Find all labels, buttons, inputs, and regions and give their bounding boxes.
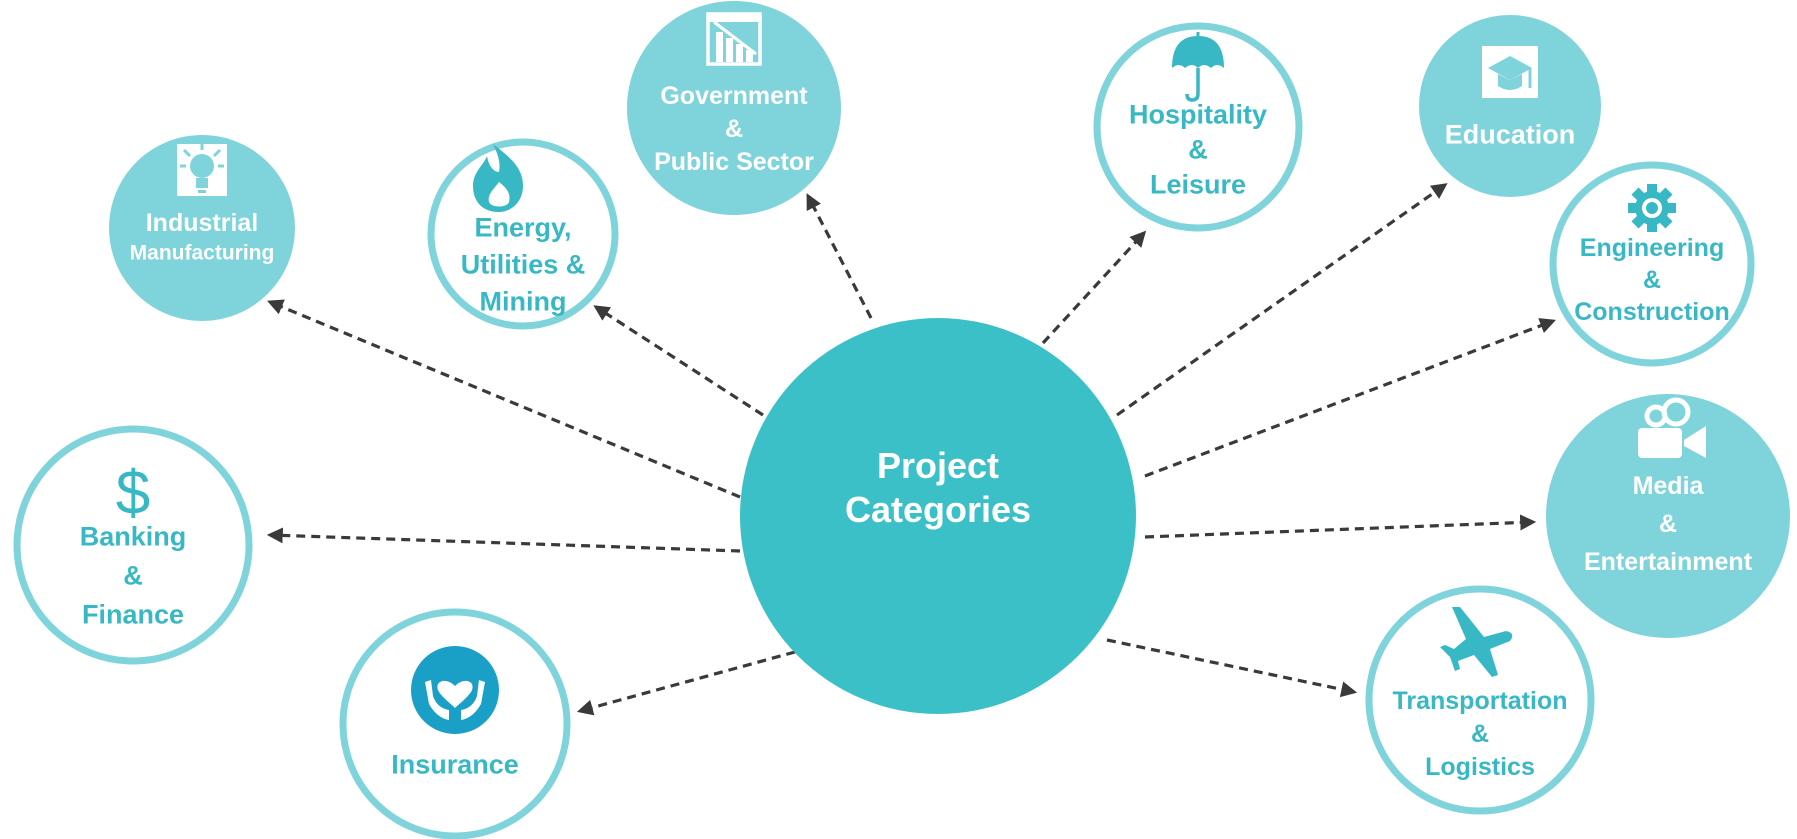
category-label-line: Public Sector — [654, 148, 814, 176]
category-node-energy: Energy, Utilities & Mining — [427, 138, 619, 330]
hub-circle — [740, 318, 1136, 714]
category-label-line: Utilities & — [461, 249, 586, 279]
airplane-icon — [1440, 607, 1513, 677]
category-label-line: Manufacturing — [130, 241, 275, 264]
category-label-line: Industrial — [146, 209, 259, 237]
category-label-line: & — [1188, 134, 1208, 164]
arrow-to-media — [1144, 514, 1537, 539]
category-node-government: Government & Public Sector — [627, 1, 841, 215]
dollar-sign-icon: $ — [116, 459, 150, 528]
arrow-to-insurance — [576, 650, 796, 716]
category-label-line: Transportation — [1392, 687, 1567, 715]
arrow-to-industrial — [267, 299, 741, 499]
category-label-line: Entertainment — [1584, 548, 1753, 576]
category-label-line: Construction — [1574, 298, 1730, 326]
category-label-line: & — [725, 115, 743, 143]
arrow-to-government — [806, 193, 873, 319]
category-label-line: & — [1659, 510, 1677, 538]
category-label-line: Energy, — [474, 212, 571, 242]
category-label-line: Finance — [82, 599, 184, 629]
umbrella-icon — [1172, 32, 1224, 102]
category-label-line: Media — [1633, 472, 1705, 500]
hub-title-line: Project — [877, 445, 999, 486]
lightbulb-icon — [177, 144, 227, 196]
node-circle — [1093, 22, 1303, 232]
node-circle — [1419, 15, 1601, 197]
hub-title-line: Categories — [845, 489, 1031, 530]
category-label-line: Leisure — [1150, 169, 1246, 199]
category-label-line: Government — [660, 82, 808, 110]
node-circle — [1546, 394, 1790, 638]
category-node-media: Media & Entertainment — [1546, 394, 1790, 638]
category-label-line: & — [1471, 720, 1489, 748]
arrow-to-transportation — [1106, 638, 1358, 698]
arrow-to-engineering — [1144, 318, 1556, 478]
declining-chart-icon — [706, 12, 762, 66]
category-label-line: & — [123, 560, 143, 590]
category-label-line: Logistics — [1425, 753, 1535, 781]
arrow-to-education — [1116, 183, 1448, 417]
category-label-line: Education — [1445, 119, 1576, 149]
arrow-to-energy — [593, 305, 764, 417]
category-label-line: Hospitality — [1129, 99, 1267, 129]
gear-icon — [1628, 184, 1676, 232]
category-label-line: Mining — [480, 286, 567, 316]
category-label-line: & — [1643, 266, 1661, 294]
category-node-transportation: Transportation & Logistics — [1365, 585, 1595, 815]
svg-text:$: $ — [116, 459, 150, 528]
heart-in-hands-icon — [411, 646, 499, 734]
category-label-line: Banking — [80, 521, 187, 551]
graduation-cap-icon — [1482, 46, 1538, 98]
category-node-insurance: Insurance — [339, 608, 571, 839]
node-circle — [627, 1, 841, 215]
category-label-line: Insurance — [391, 749, 519, 779]
category-node-hospitality: Hospitality & Leisure — [1093, 22, 1303, 232]
node-circle — [1549, 161, 1755, 367]
category-node-engineering: Engineering & Construction — [1549, 161, 1755, 367]
arrow-to-hospitality — [1041, 230, 1147, 345]
node-circle — [13, 425, 253, 665]
category-node-education: Education — [1419, 15, 1601, 197]
node-circle — [1365, 585, 1595, 815]
flame-icon — [473, 144, 523, 212]
category-label-line: Engineering — [1580, 234, 1724, 262]
category-node-banking: $Banking & Finance — [13, 425, 253, 665]
connector-arrows — [266, 183, 1556, 716]
video-camera-icon — [1638, 397, 1706, 458]
arrow-to-banking — [266, 527, 741, 553]
node-circle — [109, 135, 295, 321]
